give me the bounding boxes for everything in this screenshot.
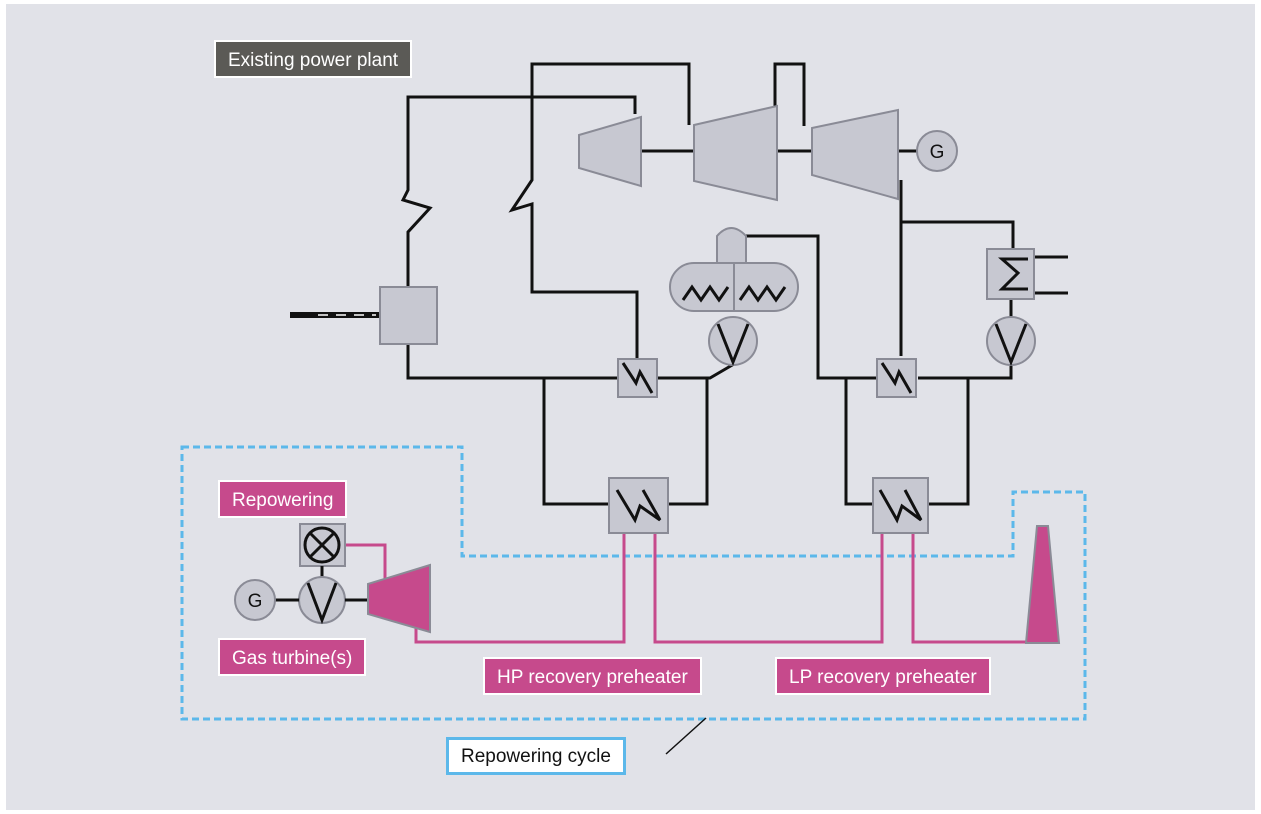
steam-water-piping	[290, 62, 1068, 506]
gt-compressor-icon	[298, 576, 346, 625]
condenser-icon	[986, 248, 1035, 300]
lp-turbine-icon	[811, 108, 899, 201]
ip-turbine-icon	[693, 104, 778, 202]
lp-feedwater-heater-icon	[876, 358, 917, 398]
repowering-label: Repowering	[218, 480, 348, 518]
feed-pump-icon	[708, 316, 758, 367]
gt-generator-label: G	[248, 591, 263, 612]
condensate-pump-icon	[986, 316, 1036, 367]
combustion-chamber-icon	[299, 523, 346, 567]
gt-generator-icon: G	[234, 579, 276, 621]
steam-generator-icon: G	[916, 130, 958, 172]
cycle-label-leader	[665, 717, 707, 755]
hp-recovery-preheater-label: HP recovery preheater	[483, 657, 702, 695]
gas-turbines-label: Gas turbine(s)	[218, 638, 367, 676]
deaerator-icon	[669, 227, 799, 312]
repowering-cycle-label: Repowering cycle	[446, 737, 626, 775]
generator-label: G	[930, 142, 945, 163]
existing-power-plant-label: Existing power plant	[214, 40, 413, 78]
repowering-cycle-boundary	[180, 445, 1087, 721]
boiler-icon	[379, 286, 438, 345]
hp-feedwater-heater-icon	[617, 358, 658, 398]
lp-recovery-preheater-icon	[872, 477, 929, 534]
hp-recovery-preheater-icon	[608, 477, 669, 534]
stack-icon	[1024, 525, 1061, 644]
gas-turbine-icon	[367, 563, 431, 634]
lp-recovery-preheater-label: LP recovery preheater	[775, 657, 991, 695]
hp-turbine-icon	[578, 115, 642, 188]
repowering-piping	[345, 533, 1029, 644]
